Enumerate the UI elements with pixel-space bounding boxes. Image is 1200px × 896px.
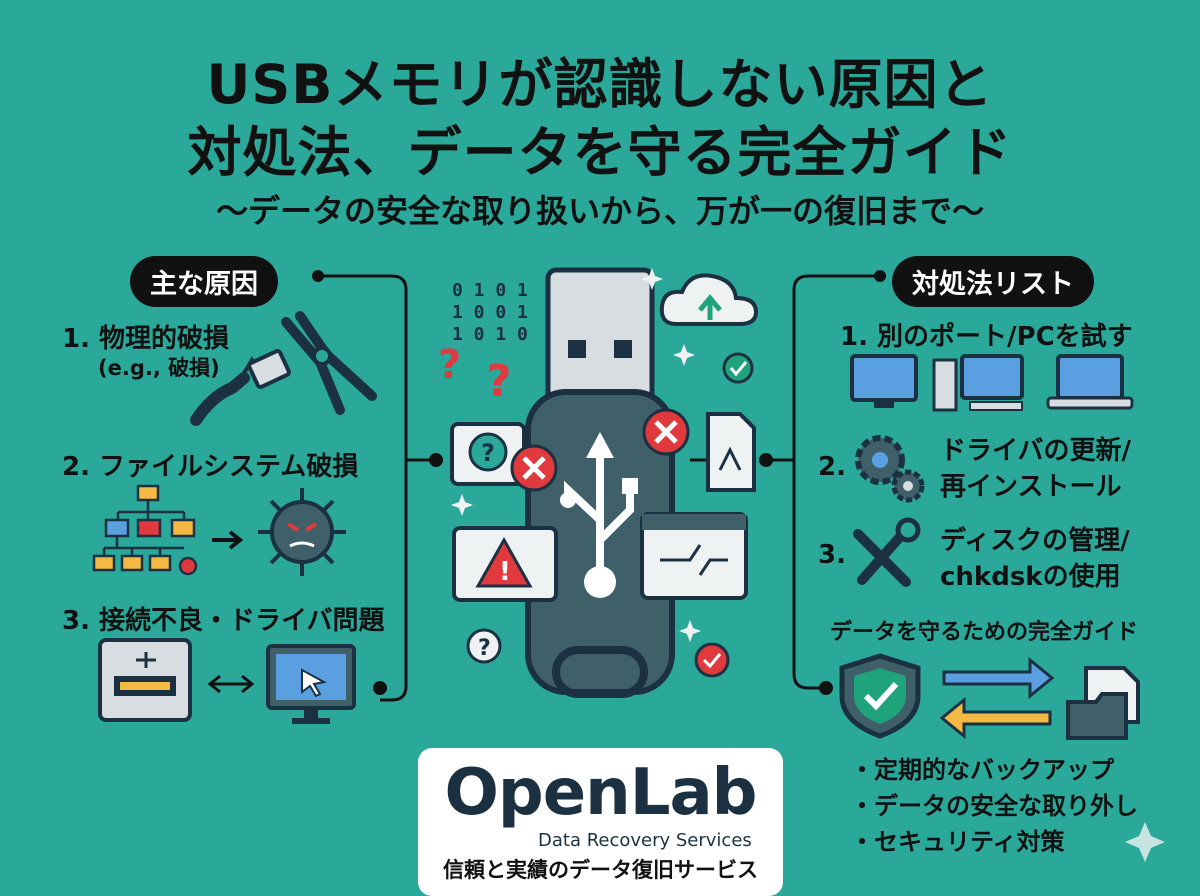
swap-arrow-icon — [207, 674, 255, 694]
pliers-icon — [281, 311, 377, 415]
fix-item-disk-line1: ディスクの管理/ — [940, 526, 1130, 556]
circuit-window-icon — [640, 512, 748, 600]
binary-line: 1 0 1 0 — [452, 324, 528, 345]
check-icon — [722, 352, 754, 384]
question-mark-icon: ? — [438, 342, 461, 388]
connector-dot — [874, 270, 886, 282]
causes-heading: 主な原因 — [130, 256, 278, 307]
cause-item-physical-sub: (e.g., 破損) — [98, 356, 220, 380]
connector-dot — [759, 453, 773, 467]
question-mark-icon: ? — [486, 356, 512, 407]
svg-text:?: ? — [481, 439, 495, 467]
fix-item-disk-line2: chkdskの使用 — [940, 562, 1121, 592]
monitor-cursor-icon — [266, 644, 356, 724]
cause-item-physical: 1. 物理的破損 — [62, 324, 230, 354]
protect-heading: データを守るための完全ガイド — [830, 620, 1139, 645]
connector-dot — [819, 681, 833, 695]
cause-item-filesystem: 2. ファイルシステム破損 — [62, 452, 359, 482]
fixes-heading: 対処法リスト — [892, 256, 1094, 307]
error-icon — [642, 408, 690, 456]
question-circle-icon: ? — [466, 628, 502, 664]
svg-text:?: ? — [478, 636, 491, 661]
page-title-line2: 対処法、データを守る完全ガイド — [187, 121, 1013, 184]
tools-icon — [853, 517, 921, 587]
cloud-upload-icon — [659, 273, 759, 326]
page-subtitle: 〜データの安全な取り扱いから、万が一の復旧まで〜 — [215, 192, 984, 230]
folder-tree-icon — [92, 484, 198, 576]
binary-line: 1 0 0 1 — [452, 302, 528, 323]
check-icon — [694, 642, 730, 678]
warning-window-icon: ! — [452, 526, 558, 602]
fix-item-driver-line2: 再インストール — [940, 472, 1122, 502]
broken-cable-icon — [190, 349, 291, 426]
broken-file-icon — [706, 412, 756, 492]
svg-text:!: ! — [499, 557, 511, 587]
page-title-line1: USBメモリが認識しない原因と — [206, 53, 994, 116]
fix-item-driver-line1: ドライバの更新/ — [940, 436, 1131, 466]
fix-item-port: 1. 別のポート/PCを試す — [840, 322, 1133, 352]
usb-port-icon — [98, 638, 192, 722]
error-window-icon: ? — [450, 422, 558, 492]
protect-bullet: ・データの安全な取り外し — [850, 792, 1138, 820]
sparkle-icons — [451, 268, 1165, 862]
computers-icon — [850, 354, 1134, 412]
connector-dot — [373, 681, 387, 695]
openlab-logo[interactable]: OpenLab Data Recovery Services 信頼と実績のデータ… — [418, 748, 783, 896]
shield-check-icon — [839, 653, 921, 739]
logo-service: Data Recovery Services — [538, 830, 752, 851]
arrow-right-icon — [212, 530, 244, 550]
connector-dot — [429, 453, 443, 467]
logo-tagline: 信頼と実績のデータ復旧サービス — [443, 858, 758, 882]
fix-item-driver-num: 2. — [818, 452, 846, 482]
connector-dot — [312, 270, 324, 282]
logo-wordmark: OpenLab — [444, 756, 758, 830]
cause-item-connection: 3. 接続不良・ドライバ問題 — [62, 606, 385, 636]
protect-bullet: ・定期的なバックアップ — [850, 756, 1114, 784]
folder-document-icon — [1066, 666, 1140, 740]
virus-icon — [258, 488, 346, 576]
sync-arrows-icon — [939, 656, 1055, 740]
gears-icon — [855, 435, 925, 503]
fix-item-disk-num: 3. — [818, 540, 846, 570]
binary-line: 0 1 0 1 — [452, 280, 528, 301]
protect-bullet: ・セキュリティ対策 — [850, 828, 1065, 856]
